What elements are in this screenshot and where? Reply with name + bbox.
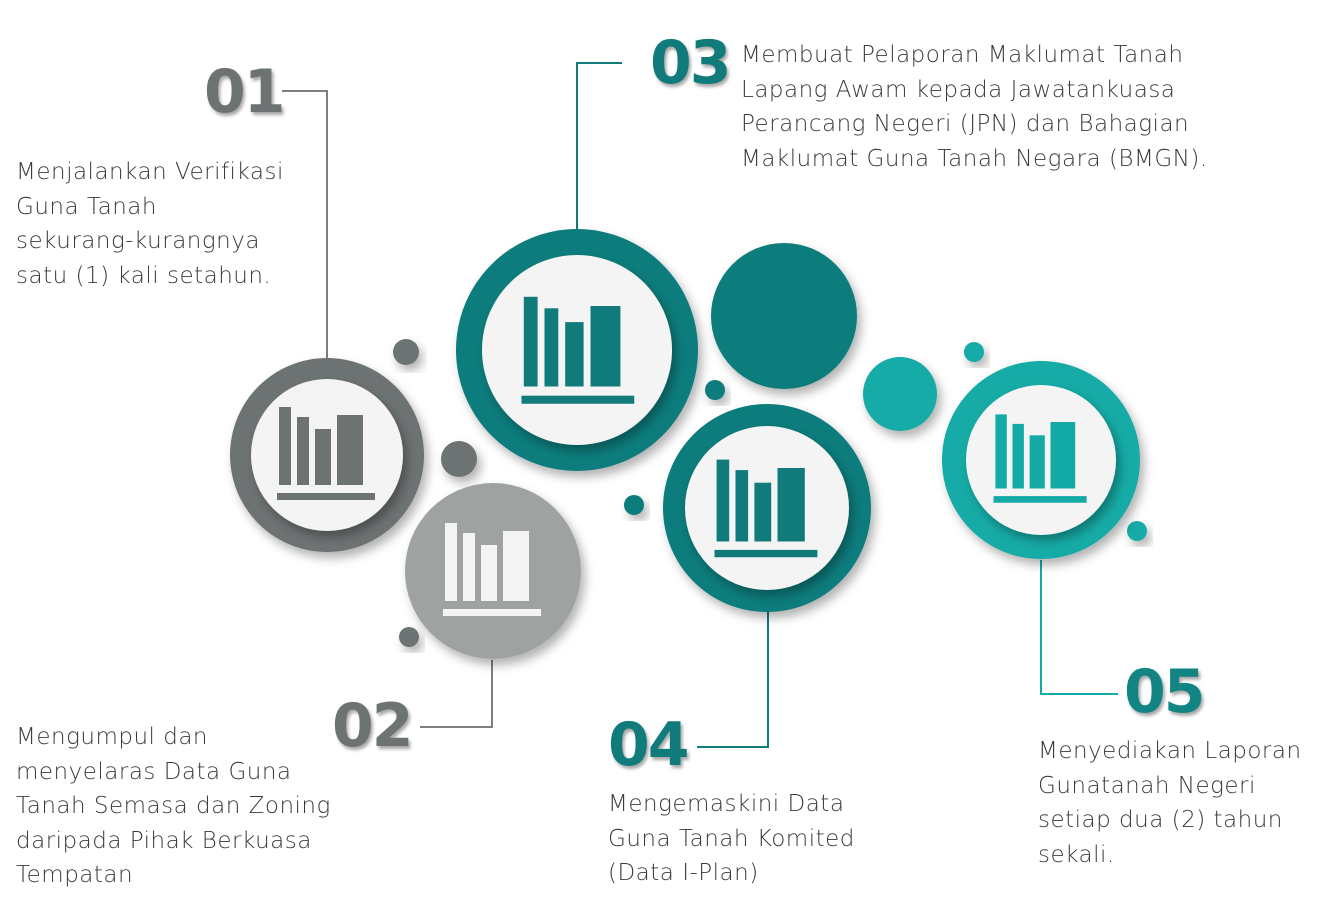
step-01-text: Menjalankan Verifikasi Guna Tanah sekura… — [16, 159, 284, 289]
decorative-dots — [393, 243, 1147, 647]
connector-01 — [282, 90, 328, 358]
step-04-number: 04 — [608, 710, 689, 780]
connector-03 — [576, 62, 622, 240]
connector-lines — [282, 62, 1118, 748]
step-03-circle — [456, 229, 698, 471]
step-01-circle — [230, 358, 424, 552]
step-04-text: Mengemaskini Data Guna Tanah Komited (Da… — [608, 791, 855, 886]
step-01-number: 01 — [204, 57, 285, 127]
step-04-circle — [663, 404, 871, 612]
step-05-text: Menyediakan Laporan Gunatanah Negeri set… — [1038, 738, 1302, 868]
step-02-circle — [405, 483, 581, 659]
step-05-circle — [942, 361, 1140, 559]
step-02-text: Mengumpul dan menyelaras Data Guna Tanah… — [16, 724, 331, 888]
step-03-text: Membuat Pelaporan Maklumat Tanah Lapang … — [741, 42, 1208, 172]
connector-05 — [1040, 560, 1118, 695]
connector-02 — [420, 660, 493, 728]
step-05-number: 05 — [1124, 657, 1205, 727]
step-03-number: 03 — [650, 28, 731, 98]
connector-04 — [697, 612, 769, 748]
step-02-number: 02 — [332, 691, 413, 761]
